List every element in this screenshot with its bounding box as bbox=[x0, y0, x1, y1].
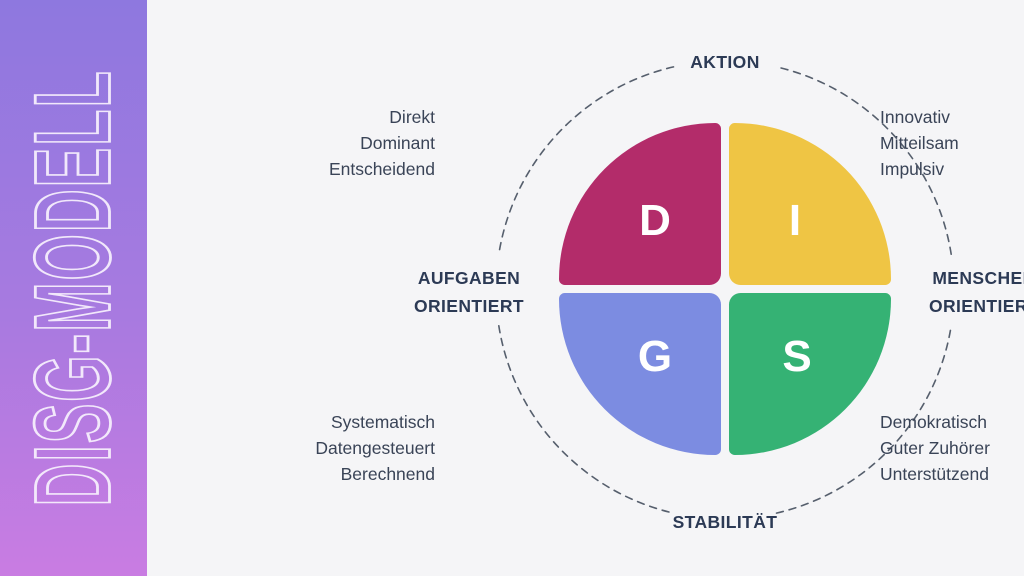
disg-diagram: AKTION STABILITÄT AUFGABEN ORIENTIERT ME… bbox=[147, 0, 1024, 576]
trait-item: Unterstützend bbox=[880, 464, 989, 484]
trait-item: Impulsiv bbox=[880, 159, 945, 179]
axis-label-aufgaben-orientiert: AUFGABEN ORIENTIERT bbox=[369, 264, 569, 320]
axis-label-line: MENSCHEN bbox=[932, 268, 1024, 288]
trait-item: Guter Zuhörer bbox=[880, 438, 990, 458]
axis-label-line: ORIENTIERT bbox=[414, 296, 524, 316]
sidebar-title: DISG-MODELL bbox=[12, 68, 134, 507]
quadrant-i: I bbox=[729, 123, 891, 285]
quadrant-letter-g: G bbox=[637, 332, 673, 381]
trait-list-g: Systematisch Datengesteuert Berechnend bbox=[315, 409, 435, 487]
axis-label-stabilitaet: STABILITÄT bbox=[672, 512, 778, 532]
axis-label-line: ORIENTIERT bbox=[929, 296, 1024, 316]
axis-label-menschen-orientiert: MENSCHEN ORIENTIERT bbox=[884, 264, 1024, 320]
trait-item: Entscheidend bbox=[328, 159, 435, 179]
trait-list-d: Direkt Dominant Entscheidend bbox=[329, 104, 435, 182]
trait-item: Demokratisch bbox=[880, 412, 987, 432]
axis-label-aktion: AKTION bbox=[690, 52, 760, 72]
sidebar-panel: DISG-MODELL bbox=[0, 0, 147, 576]
trait-item: Mitteilsam bbox=[880, 133, 959, 153]
axis-label-line: AUFGABEN bbox=[417, 268, 521, 288]
quadrant-letter-i: I bbox=[788, 196, 802, 245]
quadrant-g: G bbox=[559, 293, 721, 455]
quadrant-d: D bbox=[559, 123, 721, 285]
disg-wheel: D I G S bbox=[559, 123, 891, 455]
trait-list-s: Demokratisch Guter Zuhörer Unterstützend bbox=[880, 409, 990, 487]
trait-item: Datengesteuert bbox=[315, 438, 435, 458]
quadrant-letter-s: S bbox=[782, 332, 812, 381]
trait-item: Berechnend bbox=[340, 464, 435, 484]
trait-item: Direkt bbox=[389, 107, 435, 127]
trait-list-i: Innovativ Mitteilsam Impulsiv bbox=[880, 104, 959, 182]
trait-item: Dominant bbox=[360, 133, 435, 153]
quadrant-s: S bbox=[729, 293, 891, 455]
trait-item: Innovativ bbox=[880, 107, 951, 127]
trait-item: Systematisch bbox=[330, 412, 435, 432]
quadrant-letter-d: D bbox=[639, 196, 671, 245]
